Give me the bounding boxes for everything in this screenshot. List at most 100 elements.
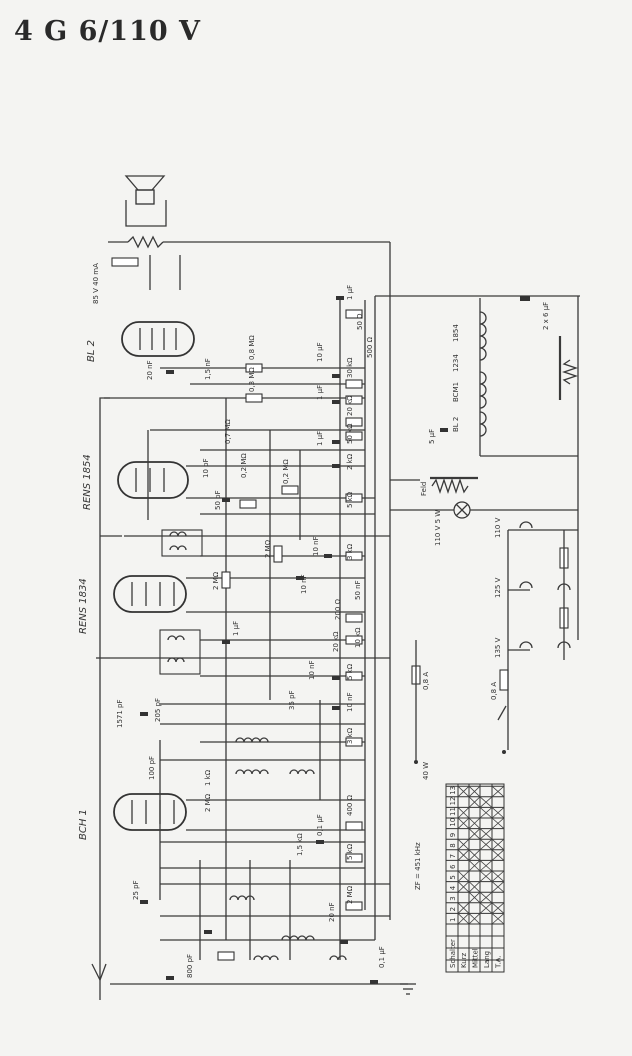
svg-text:50 nF: 50 nF bbox=[354, 580, 362, 600]
antenna-icon bbox=[91, 963, 107, 982]
table-cross-mark bbox=[468, 828, 481, 840]
svg-text:1 kΩ: 1 kΩ bbox=[204, 769, 212, 786]
table-cross-mark bbox=[468, 860, 481, 872]
svg-text:0,3 MΩ: 0,3 MΩ bbox=[248, 367, 256, 392]
table-row-label: T.A. bbox=[495, 955, 503, 969]
svg-text:3 kΩ: 3 kΩ bbox=[346, 543, 354, 560]
small-fuse-label: 0,8 A bbox=[422, 672, 430, 690]
power-tube-labels: BL 2 BCM1 1234 1854 bbox=[452, 324, 460, 432]
svg-text:2 MΩ: 2 MΩ bbox=[346, 885, 354, 904]
svg-text:10 µF: 10 µF bbox=[316, 342, 324, 362]
table-cross-mark bbox=[479, 807, 493, 819]
filter-cap-label: 2 x 6 µF bbox=[542, 302, 550, 330]
svg-text:10 nF: 10 nF bbox=[312, 536, 320, 556]
svg-text:BL 2: BL 2 bbox=[452, 417, 460, 432]
svg-text:10 nF: 10 nF bbox=[346, 692, 354, 712]
table-header-cell: 3 bbox=[449, 896, 457, 900]
lamp-label: 110 V 5 W bbox=[434, 510, 442, 546]
page-title: 4 G 6/110 V bbox=[14, 16, 202, 47]
tube-bl2 bbox=[121, 321, 195, 357]
svg-text:20 kΩ: 20 kΩ bbox=[332, 631, 340, 652]
svg-text:50 pF: 50 pF bbox=[214, 490, 222, 510]
table-header-cell: 13 bbox=[449, 786, 457, 795]
svg-text:25 pF: 25 pF bbox=[132, 880, 140, 900]
table-cross-mark bbox=[479, 796, 493, 808]
svg-text:1 µF: 1 µF bbox=[316, 431, 324, 446]
table-cross-mark bbox=[468, 891, 481, 904]
svg-text:0,1 µF: 0,1 µF bbox=[316, 814, 324, 836]
table-cross-mark bbox=[491, 785, 505, 798]
tap-135v-label: 135 V bbox=[494, 637, 502, 658]
table-row-label: Kurz bbox=[460, 952, 468, 968]
table-cross-mark bbox=[468, 796, 481, 808]
svg-text:1234: 1234 bbox=[452, 354, 460, 372]
table-cross-mark bbox=[457, 785, 470, 798]
svg-text:10 kΩ: 10 kΩ bbox=[354, 627, 362, 648]
table-row-label: Lang bbox=[483, 951, 491, 968]
svg-text:5 kΩ: 5 kΩ bbox=[346, 843, 354, 860]
svg-text:0,1 µF: 0,1 µF bbox=[378, 946, 386, 968]
svg-text:800 pF: 800 pF bbox=[186, 954, 194, 978]
table-cross-mark bbox=[491, 881, 505, 893]
svg-text:205 pF: 205 pF bbox=[154, 698, 162, 722]
svg-text:35 pF: 35 pF bbox=[288, 690, 296, 710]
table-header-cell: 7 bbox=[449, 854, 457, 858]
table-cross-mark bbox=[468, 849, 481, 861]
power-watt-label: 40 W bbox=[422, 762, 430, 780]
table-cross-mark bbox=[457, 807, 470, 819]
component-value-labels: 1 µF 50 Ω 500 Ω 0,8 MΩ 10 µF 1,5 nF 20 n… bbox=[116, 285, 386, 978]
svg-text:10 nF: 10 nF bbox=[300, 574, 308, 594]
svg-text:3 kΩ: 3 kΩ bbox=[346, 727, 354, 744]
feld-label: Feld bbox=[420, 482, 428, 496]
table-header-cell: 5 bbox=[449, 875, 457, 879]
svg-text:30 kΩ: 30 kΩ bbox=[346, 357, 354, 378]
svg-text:BCM1: BCM1 bbox=[452, 382, 460, 402]
table-cross-mark bbox=[468, 817, 481, 829]
table-header-cell: 12 bbox=[449, 796, 457, 805]
svg-text:200 Ω: 200 Ω bbox=[334, 598, 342, 620]
tube-label-rens1854: RENS 1854 bbox=[82, 454, 93, 510]
table-header-cell: 9 bbox=[449, 833, 457, 837]
svg-text:10 nF: 10 nF bbox=[308, 660, 316, 680]
table-cross-mark bbox=[491, 838, 505, 851]
table-header-cell: 4 bbox=[449, 885, 457, 890]
table-cross-mark bbox=[457, 849, 470, 861]
svg-text:1854: 1854 bbox=[452, 324, 460, 342]
speaker-supply-label: 85 V 40 mA bbox=[92, 263, 100, 304]
table-cross-mark bbox=[491, 817, 505, 829]
table-cross-mark bbox=[457, 881, 470, 893]
svg-text:1571 pF: 1571 pF bbox=[116, 699, 124, 728]
if-transformer-1 bbox=[161, 529, 203, 557]
svg-text:5 kΩ: 5 kΩ bbox=[346, 491, 354, 508]
table-cross-mark bbox=[479, 860, 493, 872]
svg-text:0,2 MΩ: 0,2 MΩ bbox=[282, 459, 290, 484]
table-cross-mark bbox=[457, 902, 470, 914]
table-cross-mark bbox=[457, 817, 470, 829]
svg-text:0,2 MΩ: 0,2 MΩ bbox=[240, 453, 248, 478]
svg-text:400 Ω: 400 Ω bbox=[346, 794, 354, 816]
table-cross-mark bbox=[468, 785, 481, 798]
svg-text:10 pF: 10 pF bbox=[202, 458, 210, 478]
svg-text:20 nF: 20 nF bbox=[146, 360, 154, 380]
svg-text:1,5 nF: 1,5 nF bbox=[204, 358, 212, 380]
svg-text:2 MΩ: 2 MΩ bbox=[212, 571, 220, 590]
tube-label-rens1834: RENS 1834 bbox=[78, 578, 89, 634]
table-header-cell: 11 bbox=[449, 807, 457, 816]
table-cross-mark bbox=[491, 902, 505, 914]
fuse-label: 0,8 A bbox=[490, 682, 498, 700]
table-header-cell: 8 bbox=[449, 843, 457, 847]
svg-text:2 MΩ: 2 MΩ bbox=[204, 793, 212, 812]
table-header-cell: Schalter bbox=[449, 939, 457, 968]
table-header-cell: 6 bbox=[449, 864, 457, 869]
output-transformer bbox=[108, 235, 390, 290]
svg-text:5 kΩ: 5 kΩ bbox=[346, 663, 354, 680]
table-cross-mark bbox=[491, 913, 505, 925]
svg-text:1,5 kΩ: 1,5 kΩ bbox=[296, 833, 304, 856]
svg-text:2 kΩ: 2 kΩ bbox=[346, 453, 354, 470]
svg-text:1 µF: 1 µF bbox=[316, 385, 324, 400]
capacitor-markers bbox=[140, 296, 530, 984]
if-frequency-label: ZF = 451 kHz bbox=[414, 842, 422, 890]
pilot-lamp-icon bbox=[453, 501, 471, 519]
svg-text:500 Ω: 500 Ω bbox=[366, 336, 374, 358]
